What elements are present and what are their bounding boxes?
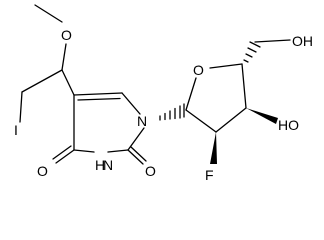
atom-o-ring: O [193,62,204,78]
atom-labels: O I N H N O O O OH HO F [14,27,313,183]
atom-n3-h: H [95,157,105,173]
bond-c1-o-ring [185,77,197,111]
bond-c5prime-oh [254,39,291,43]
bond-c2-o2 [127,149,144,165]
molecule-structure: O I N H N O O O OH HO F [14,4,313,183]
bond-o-ch [61,43,67,71]
atom-o3-h: HO [278,117,299,133]
bond-c2-f-wedge [210,132,217,164]
bond-c3-c4 [241,63,247,109]
bond-c5-c6 [73,92,123,96]
atom-iodine: I [14,122,18,138]
bonds [19,4,291,165]
bond-n1-c1-hashed [159,103,185,121]
bond-c4-o4 [55,149,75,164]
bond-ch2-i [19,91,23,123]
bond-ch-ch2 [21,69,63,93]
bond-c2-o2-double [130,146,147,162]
bond-c4-o4-double [52,145,72,160]
bond-c6-n1 [121,92,141,115]
atom-o2: O [145,163,156,179]
atom-n1: N [137,113,147,129]
bond-c1-c2 [185,109,217,133]
bond-n1-c2 [127,127,145,151]
atom-n3: N [103,157,113,173]
bond-o-ring-c4 [209,63,243,69]
bond-methyl-o [34,4,63,23]
bond-c3-oh-wedge [246,108,278,124]
atom-o5-h: OH [292,33,313,49]
atom-o4: O [37,163,48,179]
bond-ch-c5 [61,69,75,96]
bond-c5-c6-double [77,97,121,101]
atom-fluorine: F [205,167,214,183]
bond-n3-c4 [73,149,95,153]
bond-c2-n3 [107,149,129,153]
atom-o-ether: O [61,27,72,43]
bond-c2-c3 [215,107,247,133]
bond-c4-c5prime-hashed [243,41,261,63]
